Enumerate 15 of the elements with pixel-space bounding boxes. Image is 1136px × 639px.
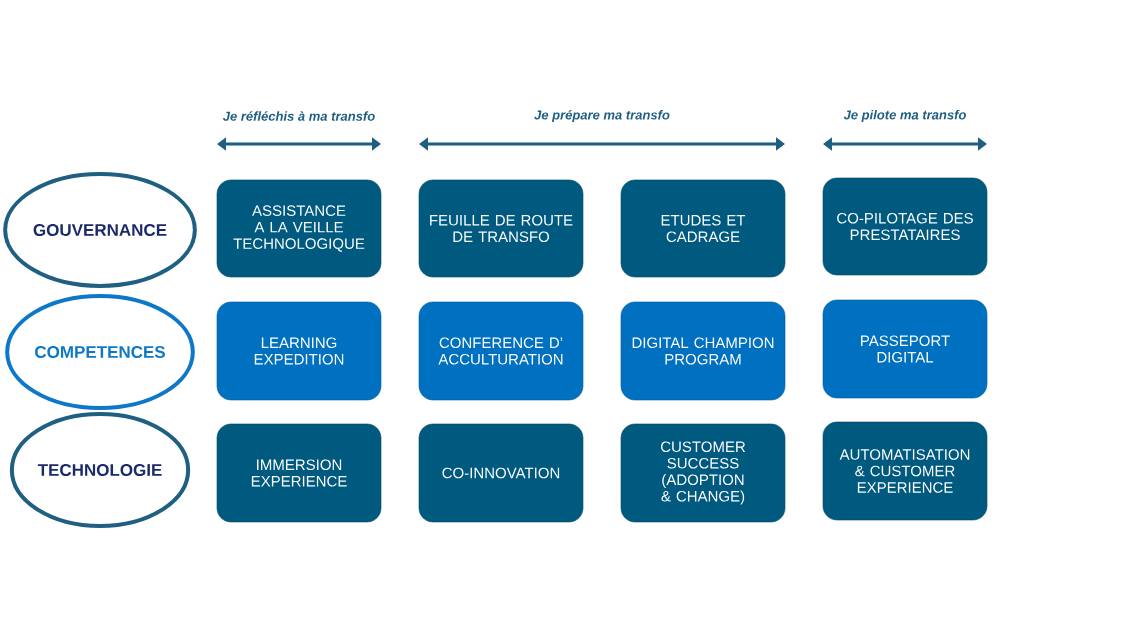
action-box: LEARNING EXPEDITION xyxy=(216,301,382,401)
phase-label: Je réfléchis à ma transfo xyxy=(222,111,375,121)
action-box: IMMERSION EXPERIENCE xyxy=(216,423,382,523)
action-box: FEUILLE DE ROUTE DE TRANSFO xyxy=(418,179,584,278)
action-box: PASSEPORT DIGITAL xyxy=(822,299,988,399)
action-box: CUSTOMER SUCCESS (ADOPTION & CHANGE) xyxy=(620,423,786,523)
action-box: ETUDES ET CADRAGE xyxy=(620,179,786,278)
action-box: DIGITAL CHAMPION PROGRAM xyxy=(620,301,786,401)
action-box: CONFERENCE D’ ACCULTURATION xyxy=(418,301,584,401)
action-box: AUTOMATISATION & CUSTOMER EXPERIENCE xyxy=(822,421,988,521)
action-box: ASSISTANCE A LA VEILLE TECHNOLOGIQUE xyxy=(216,179,382,278)
action-box: CO-PILOTAGE DES PRESTATAIRES xyxy=(822,177,988,276)
action-box: CO-INNOVATION xyxy=(418,423,584,523)
phase-label: Je prépare ma transfo xyxy=(534,109,670,123)
phase-label: Je pilote ma transfo xyxy=(843,109,966,123)
